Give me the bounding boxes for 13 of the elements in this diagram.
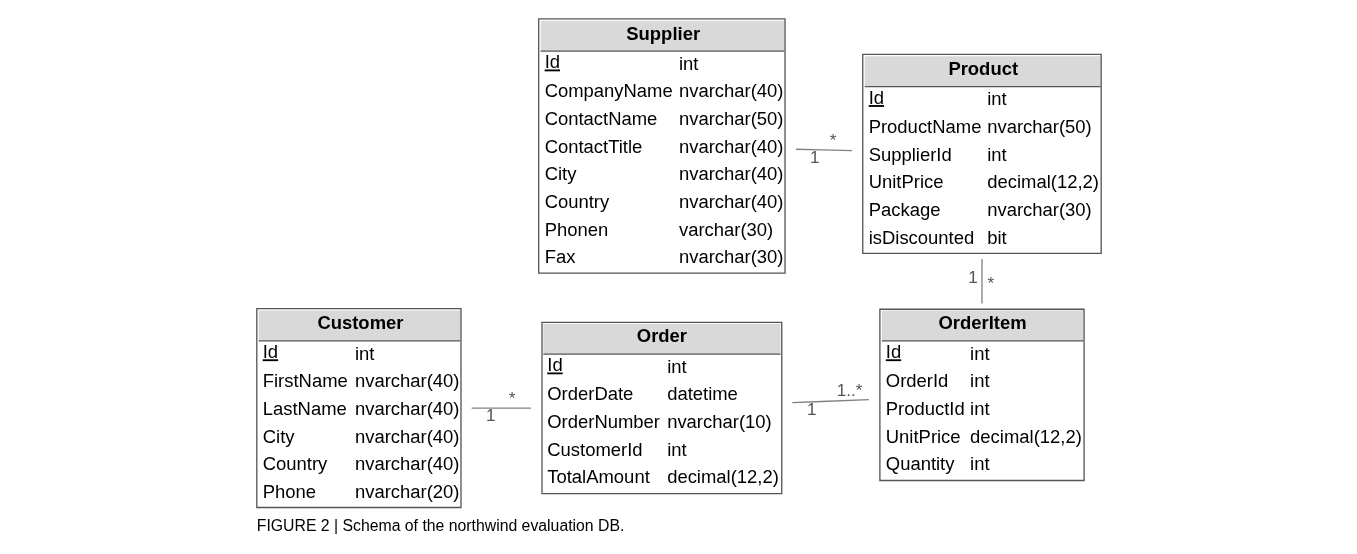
connector [791, 398, 870, 404]
label: * [829, 130, 836, 150]
label: 1 [967, 267, 978, 287]
connector [980, 258, 983, 305]
connector [470, 407, 532, 409]
label: * [987, 273, 994, 293]
connector [794, 148, 853, 152]
label: 1 [809, 148, 820, 168]
label: 1 [485, 406, 495, 426]
label: 1 [806, 400, 817, 420]
caption: FIGURE 2 | Schema of the northwind evaluation DB. [256, 516, 624, 534]
label: * [508, 388, 515, 408]
label: 1..* [836, 380, 862, 400]
